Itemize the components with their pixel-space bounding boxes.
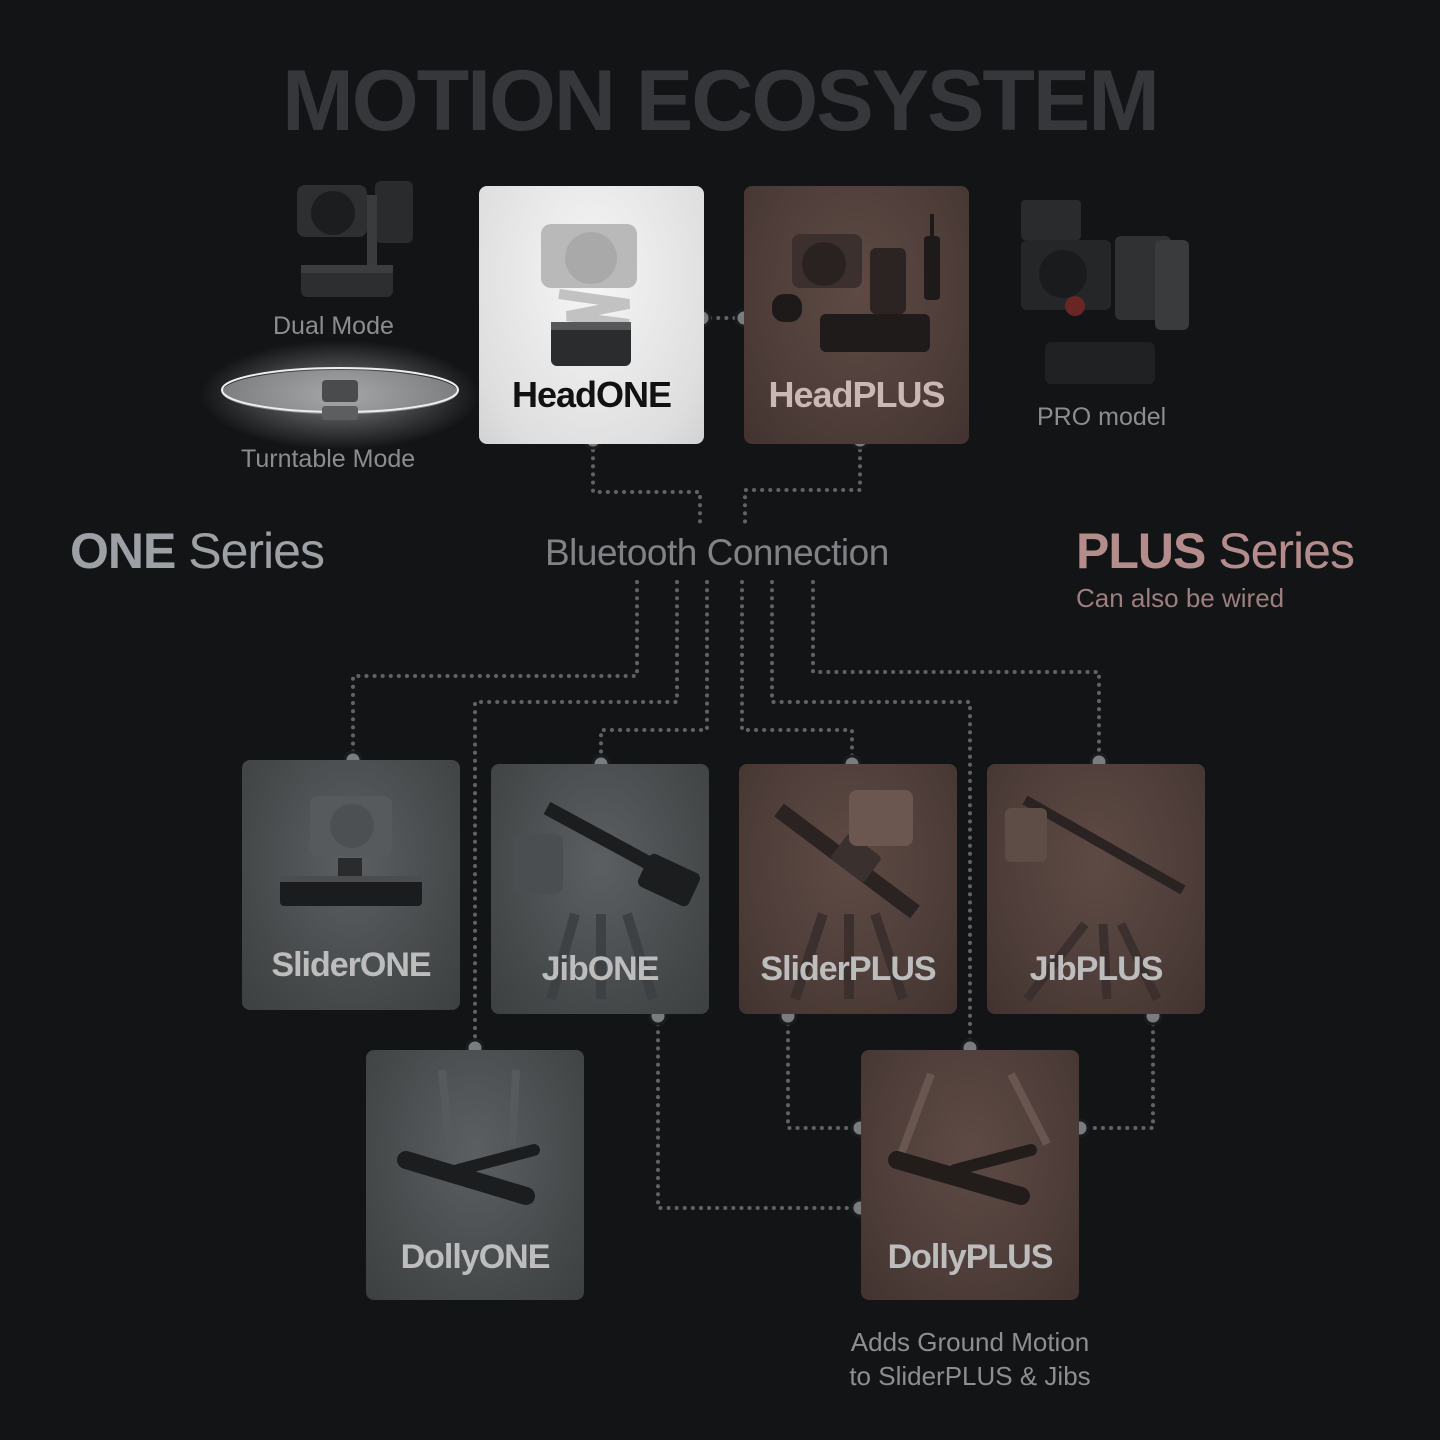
jibplus-card[interactable]: JibPLUS [987,764,1205,1014]
jibone-label: JibONE [541,950,660,988]
headplus-label: HeadPLUS [768,374,945,415]
dollyone-card[interactable]: DollyONE [366,1050,584,1300]
dollyplus-note-line-1: Adds Ground Motion [850,1327,1090,1357]
turntable-mode-label: Turntable Mode [241,445,416,473]
dollyplus-card[interactable]: DollyPLUS [861,1050,1079,1300]
dollyplus-note: Adds Ground Motion to SliderPLUS & Jibs [820,1325,1120,1393]
jibplus-label: JibPLUS [1029,950,1164,988]
page-title: MOTION ECOSYSTEM [282,53,1160,149]
sliderplus-card[interactable]: SliderPLUS [739,764,957,1014]
headplus-product-image [772,214,940,352]
pro-model-product-image [1021,200,1189,384]
jibone-card[interactable]: JibONE [491,764,709,1014]
dollyplus-note-line-2: to SliderPLUS & Jibs [849,1361,1091,1391]
sliderone-card[interactable]: SliderONE [242,760,460,1010]
sliderplus-label: SliderPLUS [760,950,936,988]
dual-mode-product-image [297,181,413,297]
headone-card[interactable]: HeadONE [479,186,704,444]
plus-series-subtitle: Can also be wired [1076,583,1285,613]
dollyone-label: DollyONE [400,1238,551,1276]
headplus-card[interactable]: HeadPLUS [744,186,969,444]
headone-label: HeadONE [511,374,672,415]
turntable-mode-product-image [200,340,480,450]
sliderone-label: SliderONE [271,946,431,984]
headone-product-image [541,224,637,366]
one-series-heading: ONE Series [70,523,325,579]
jibplus-product-image [1005,795,1186,1002]
sliderone-product-image [280,796,422,906]
bluetooth-connection-label: Bluetooth Connection [545,532,889,573]
dollyone-product-image [397,1069,540,1205]
pro-model-label: PRO model [1037,403,1167,431]
jibone-product-image [513,801,701,1001]
dual-mode-label: Dual Mode [273,312,394,340]
dollyplus-product-image [888,1072,1051,1205]
plus-series-heading: PLUS Series [1076,523,1355,579]
sliderplus-product-image [774,790,920,1001]
dollyplus-label: DollyPLUS [887,1238,1054,1276]
